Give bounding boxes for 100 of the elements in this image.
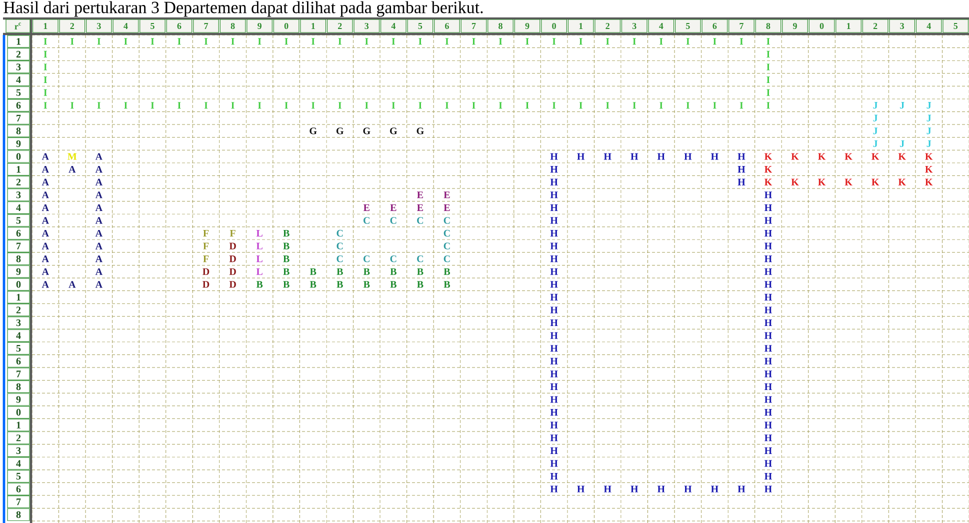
grid-letter: M [68, 153, 77, 160]
column-header: 8 [220, 19, 246, 33]
row-header: 0 [7, 406, 30, 419]
grid-letter: D [229, 281, 236, 288]
corner-header: r$^{c}$ [6, 19, 30, 33]
column-header: 7 [193, 19, 219, 33]
row-header: 4 [7, 201, 30, 214]
grid-letter: I [526, 102, 529, 109]
grid-letter: C [444, 217, 450, 224]
grid-letter: H [764, 396, 772, 403]
grid-letter: K [818, 153, 826, 160]
row-header: 3 [7, 444, 30, 457]
grid-letter: A [42, 230, 49, 237]
column-header: 4 [916, 19, 942, 33]
grid-letter: H [550, 192, 558, 198]
grid-letter: C [336, 255, 343, 262]
grid-letter: F [203, 242, 209, 250]
grid-letter: H [630, 486, 638, 492]
grid-letter: I [579, 38, 582, 45]
grid-letter: E [417, 192, 424, 198]
grid-letter: I [258, 102, 262, 109]
grid-letter: A [42, 153, 49, 160]
row-header: 4 [7, 73, 30, 86]
grid-letter: B [310, 281, 316, 288]
grid-letter: I [392, 38, 396, 45]
grid-letter: I [713, 38, 716, 45]
row-header: 6 [7, 99, 30, 112]
grid-letter: I [44, 38, 47, 45]
grid-letter: B [283, 256, 290, 262]
grid-letter: F [203, 230, 209, 237]
grid-letter: H [550, 345, 558, 352]
grid-letter: A [95, 192, 102, 198]
grid-letter: K [872, 153, 880, 160]
grid-letter: L [256, 256, 262, 262]
grid-letter: I [552, 102, 556, 109]
grid-letter: H [604, 153, 612, 160]
grid-letter: L [256, 230, 262, 237]
grid-letter: H [550, 358, 558, 364]
grid-letter: I [312, 102, 315, 109]
grid-letter: H [550, 332, 558, 339]
grid-letter: I [204, 102, 208, 109]
column-header: 4 [380, 19, 406, 33]
grid-letter: H [550, 153, 558, 160]
row-header: 8 [7, 252, 30, 266]
row-header: 3 [7, 316, 30, 330]
grid-letter: H [738, 178, 746, 186]
grid-letter: I [686, 102, 690, 109]
grid-letter: L [256, 242, 262, 250]
grid-letter: I [284, 102, 288, 109]
grid-letter: A [95, 217, 102, 224]
grid-letter: H [764, 306, 772, 314]
grid-letter: A [42, 281, 49, 288]
grid-letter: B [363, 281, 370, 288]
grid-letter: H [764, 332, 772, 339]
grid-letter: I [766, 50, 770, 58]
grid-letter: J [926, 128, 932, 134]
row-header: 1 [7, 163, 30, 176]
grid-letter: K [925, 178, 933, 186]
grid-letter: I [365, 102, 368, 109]
grid-letter: H [738, 153, 746, 160]
grid-letter: H [764, 486, 772, 492]
grid-letter: H [550, 242, 558, 250]
grid-letter: I [713, 102, 716, 109]
grid-letter: J [873, 114, 878, 122]
row-header: 5 [7, 342, 30, 355]
grid-letter: K [925, 166, 933, 173]
grid-letter: H [550, 472, 558, 480]
column-header: 9 [514, 19, 540, 33]
grid-letter: K [791, 153, 799, 160]
row-header: 2 [7, 432, 30, 444]
grid-letter: H [550, 256, 558, 262]
grid-letter: A [95, 178, 102, 186]
row-header: 6 [7, 354, 30, 368]
grid-letter: G [390, 128, 398, 134]
grid-letter: H [764, 358, 772, 364]
grid-letter: I [150, 102, 154, 109]
grid-letter: A [95, 204, 102, 211]
column-header: 5 [942, 19, 969, 33]
grid-letter: B [256, 281, 263, 288]
grid-letter: B [390, 268, 396, 275]
grid-letter: A [42, 268, 49, 275]
grid-letter: B [390, 281, 396, 288]
grid-letter: I [472, 38, 476, 45]
row-header: 5 [7, 470, 30, 483]
grid-letter: H [764, 472, 772, 480]
grid-letter: H [577, 486, 585, 492]
grid-letter: D [229, 268, 236, 275]
grid-letter: I [740, 102, 744, 109]
grid-letter: K [844, 153, 852, 160]
grid-letter: I [445, 38, 449, 45]
column-header: 6 [434, 19, 460, 33]
column-header: 0 [808, 19, 835, 33]
grid-letter: H [738, 486, 746, 492]
row-header: 8 [7, 124, 30, 138]
grid-letter: B [363, 268, 370, 275]
row-header: 2 [7, 304, 30, 316]
grid-letter: K [764, 178, 772, 186]
grid-letter: C [417, 255, 424, 262]
row-header: 3 [7, 60, 30, 74]
row-header: 0 [7, 150, 30, 163]
